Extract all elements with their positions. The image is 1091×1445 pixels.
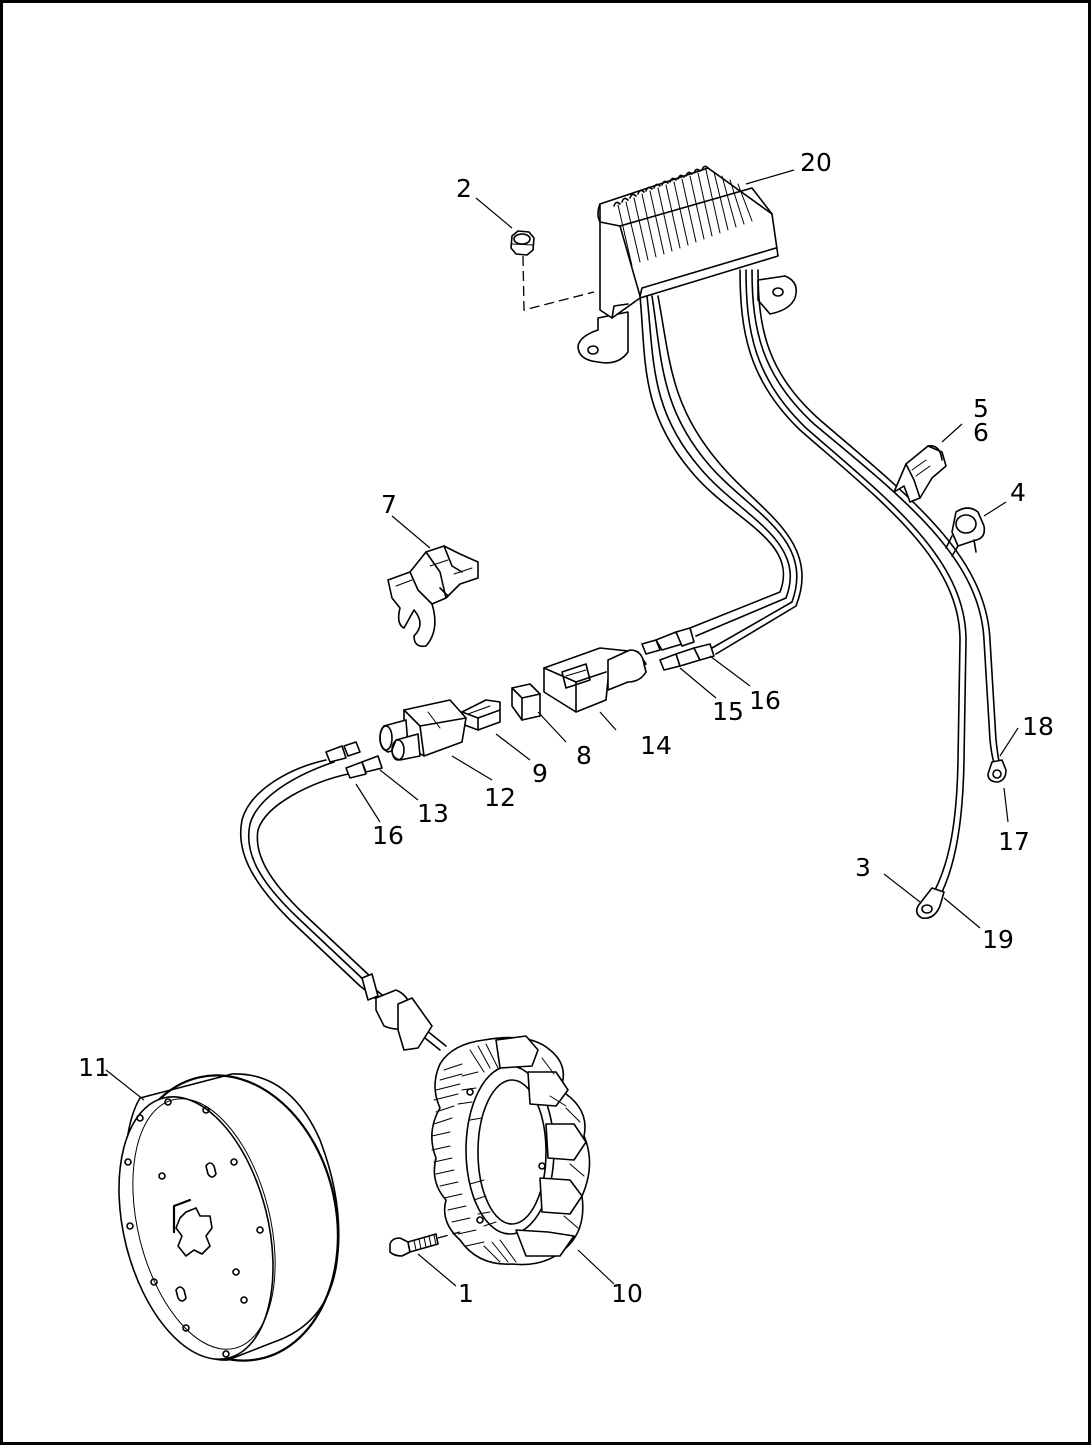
callout-10: 10	[611, 1279, 643, 1308]
leader-lines	[105, 169, 1019, 1287]
callout-1: 1	[458, 1279, 474, 1308]
callout-7: 7	[381, 490, 397, 519]
callout-15: 15	[712, 697, 744, 726]
rotor	[118, 1073, 340, 1362]
callout-11: 11	[78, 1053, 110, 1082]
regulator-wire-harness-left	[639, 295, 803, 655]
callout-8: 8	[576, 741, 592, 770]
stator	[431, 1035, 591, 1266]
lock-wedge-9	[461, 699, 501, 731]
callout-3: 3	[855, 853, 871, 882]
lock-wedge-8	[511, 683, 541, 721]
connector-clip-bracket	[387, 545, 479, 648]
ring-terminal-large	[915, 887, 945, 920]
terminals-13-16	[325, 741, 383, 779]
callout-9: 9	[532, 759, 548, 788]
callout-6: 6	[973, 418, 989, 447]
callout-14: 14	[640, 731, 672, 760]
callout-labels: 2 20 5 6 4 7 14 8 9 12 13 16 15 16 18 17…	[78, 148, 1054, 1308]
voltage-regulator	[577, 165, 798, 364]
callout-19: 19	[982, 925, 1014, 954]
callout-5: 5	[973, 394, 989, 423]
stator-wire-harness	[239, 759, 447, 1051]
callout-12: 12	[484, 783, 516, 812]
callout-13: 13	[417, 799, 449, 828]
cable-clamp	[945, 507, 986, 557]
ring-terminal-small	[987, 759, 1007, 783]
mounting-dash-line	[522, 255, 595, 311]
connector-housing-12	[379, 699, 467, 761]
wire-clip	[893, 444, 947, 503]
stator-screw	[389, 1231, 461, 1257]
callout-20: 20	[800, 148, 832, 177]
regulator-wire-harness-right	[739, 269, 1001, 893]
callout-2: 2	[456, 174, 472, 203]
hex-nut	[510, 230, 535, 256]
callout-17: 17	[998, 827, 1030, 856]
connector-housing-14	[543, 647, 647, 713]
wire-grommet	[361, 973, 433, 1051]
callout-18: 18	[1022, 712, 1054, 741]
callout-16-upper: 16	[749, 686, 781, 715]
callout-16-lower: 16	[372, 821, 404, 850]
callout-4: 4	[1010, 478, 1026, 507]
terminals-15-16	[641, 627, 715, 671]
